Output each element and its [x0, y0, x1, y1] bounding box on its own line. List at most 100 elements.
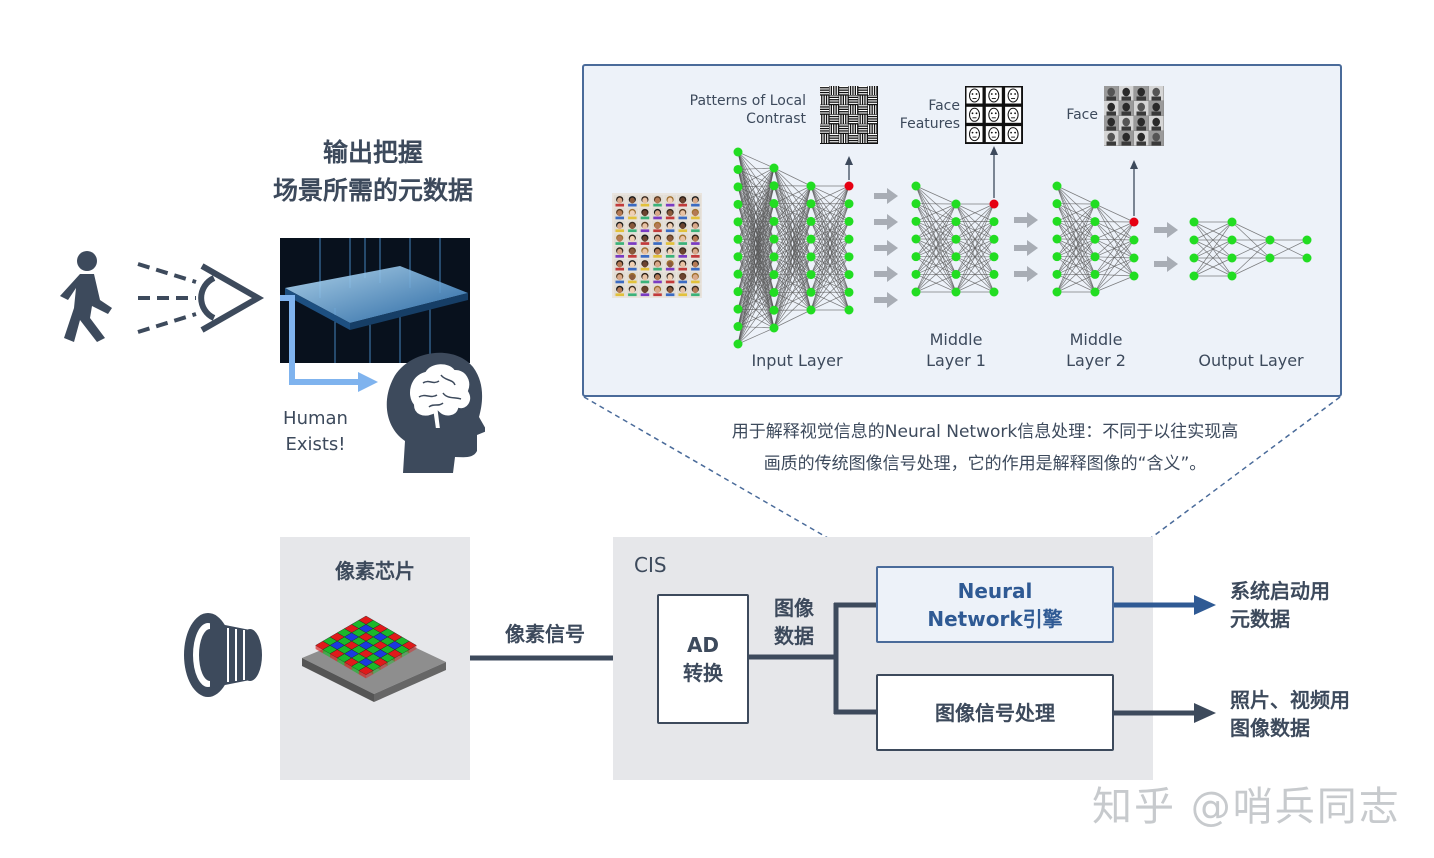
- neuron-node: [989, 287, 999, 297]
- photo-output-label: 照片、视频用 图像数据: [1230, 686, 1350, 742]
- face-head: [667, 223, 673, 230]
- face-photo-body: [1151, 96, 1161, 101]
- network-edge: [773, 309, 812, 329]
- face-shirt: [665, 293, 675, 297]
- face-head: [642, 274, 648, 281]
- network-edge: [1231, 239, 1271, 277]
- neuron-node: [733, 164, 743, 174]
- network-edge: [810, 185, 850, 222]
- ad-label-line-2: 转换: [683, 661, 723, 685]
- neuron-node: [1189, 217, 1199, 227]
- photo-output-line-1: 照片、视频用: [1230, 688, 1350, 712]
- contrast-stripe: [836, 105, 838, 115]
- neuron-node: [1090, 234, 1100, 244]
- neuron-node: [951, 269, 961, 279]
- contrast-stripe: [844, 95, 846, 105]
- face-shirt: [640, 267, 650, 271]
- face-feature-outline: [1007, 107, 1019, 122]
- face-shirt: [653, 216, 662, 220]
- heading-line-1: 输出把握: [322, 138, 423, 167]
- face-head: [629, 197, 635, 204]
- contrast-stripe: [820, 90, 829, 92]
- face-head: [692, 274, 698, 281]
- face-feature-outline: [969, 88, 980, 103]
- contrast-stripe: [872, 124, 874, 134]
- watermark: 知乎 @哨兵同志: [1092, 784, 1401, 830]
- contrast-stripe: [820, 129, 829, 131]
- network-edge: [773, 185, 812, 222]
- contrast-stripe: [839, 131, 849, 133]
- contrast-stripe: [868, 124, 870, 134]
- neuron-node: [989, 269, 999, 279]
- patterns-label: Patterns of Local Contrast: [670, 92, 806, 128]
- network-edge: [810, 185, 850, 311]
- face-shirt: [615, 203, 624, 207]
- contrast-stripe: [839, 86, 849, 88]
- neuron-node: [989, 252, 999, 262]
- feature-arrow-head: [845, 156, 853, 165]
- contrast-stripe: [839, 129, 849, 131]
- face-feature-tile: [966, 126, 983, 143]
- face-photo-head: [1137, 132, 1145, 142]
- face-head: [617, 274, 623, 281]
- layer-transition-arrow-head: [1167, 222, 1178, 238]
- layer-transition-arrow-head: [887, 266, 898, 282]
- image-data-line-2: 数据: [774, 624, 814, 648]
- face-feature-tile: [985, 87, 1002, 104]
- network-edge: [915, 238, 957, 293]
- face-photo-body: [1136, 126, 1146, 131]
- contrast-stripe: [829, 122, 839, 124]
- network-edge: [955, 203, 995, 258]
- network-edge: [737, 151, 775, 169]
- contrast-stripe: [858, 88, 868, 90]
- face-photo-head: [1107, 132, 1115, 142]
- face-shirt: [653, 242, 662, 245]
- network-edge: [1056, 221, 1096, 293]
- network-edge: [737, 167, 775, 275]
- active-neuron-node: [989, 199, 999, 209]
- neuron-node: [911, 269, 921, 279]
- bayer-pixel-side: [322, 649, 330, 658]
- layer-transition-arrow-shaft: [874, 271, 888, 277]
- face-photo-head: [1122, 87, 1130, 97]
- face-feature-outline: [969, 107, 980, 122]
- face-shirt: [691, 293, 700, 297]
- face-head: [680, 235, 686, 242]
- face-feature-eye: [994, 131, 997, 134]
- network-edge: [915, 203, 957, 222]
- face-feature-tile: [966, 106, 983, 123]
- camera-lens-icon: [184, 613, 262, 697]
- face-head: [680, 210, 686, 217]
- eye-icon: [198, 263, 265, 333]
- face-feature-tile: [1005, 87, 1022, 104]
- network-edge: [737, 238, 775, 345]
- bayer-pixel-side: [402, 649, 410, 658]
- face-head: [692, 287, 698, 294]
- contrast-stripe: [863, 114, 865, 124]
- isp-box: 图像信号处理: [876, 674, 1114, 751]
- face-photo-body: [1151, 141, 1161, 146]
- contrast-stripe: [820, 112, 829, 114]
- network-edge: [1193, 221, 1233, 241]
- contrast-stripe: [858, 105, 868, 107]
- network-edge: [1094, 257, 1135, 293]
- network-edge: [773, 256, 812, 329]
- head-brain-icon: [386, 352, 485, 473]
- neuron-node: [806, 287, 816, 297]
- neuron-node: [911, 234, 921, 244]
- face-head: [692, 235, 698, 242]
- neuron-node: [733, 217, 743, 227]
- face-head: [692, 261, 698, 268]
- human-exists-line-1: Human: [283, 408, 348, 429]
- face-shirt: [628, 216, 637, 220]
- face-head: [642, 248, 648, 255]
- face-head: [680, 248, 686, 255]
- face-shirt: [678, 242, 687, 245]
- face-shirt: [653, 229, 662, 233]
- network-edge: [773, 185, 812, 293]
- face-feature-eye: [1014, 131, 1016, 134]
- nn-caption: 用于解释视觉信息的Neural Network信息处理：不同于以往实现高 画质的…: [660, 416, 1310, 480]
- contrast-stripe: [860, 114, 862, 124]
- neuron-node: [1227, 235, 1237, 245]
- neuron-node: [989, 234, 999, 244]
